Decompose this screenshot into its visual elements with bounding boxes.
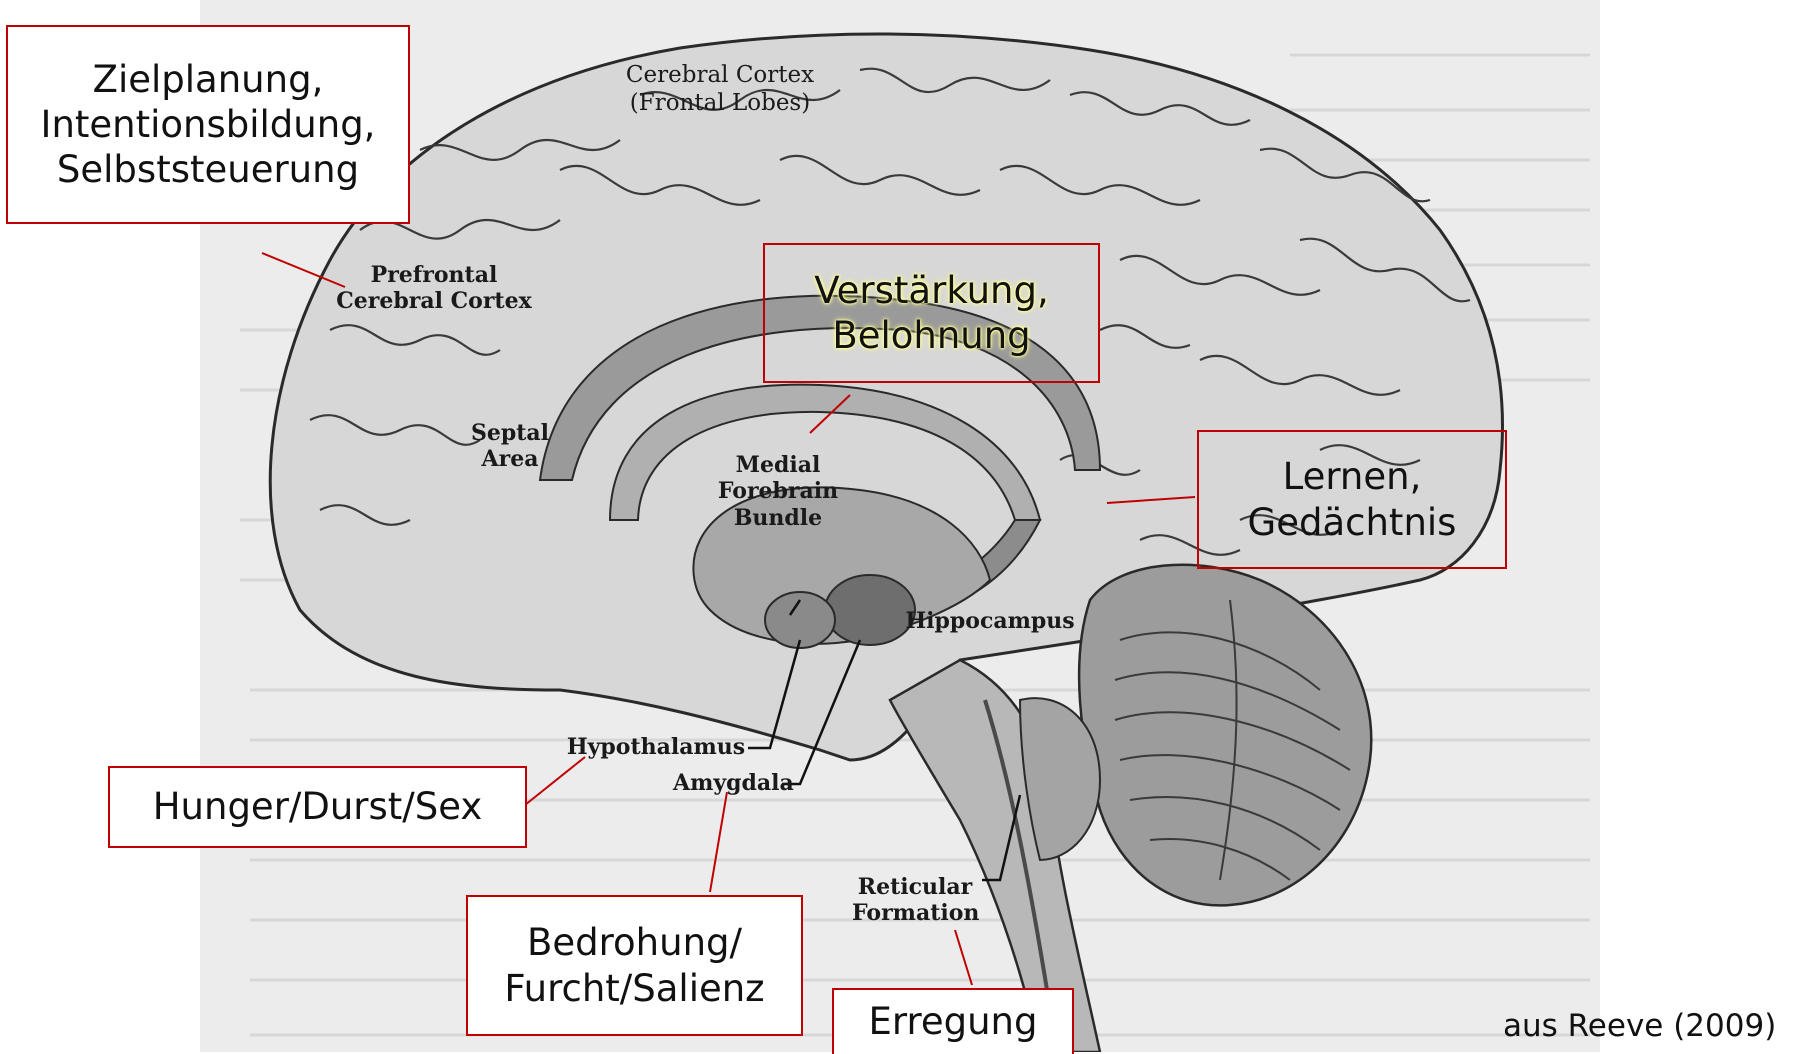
box-reinforcement-text: Verstärkung, Belohnung [814,268,1049,358]
label-hypothalamus: Hypothalamus [566,734,746,760]
source-credit: aus Reeve (2009) [1503,1008,1776,1044]
box-goal-planning: Zielplanung, Intentionsbildung, Selbstst… [6,25,410,224]
box-goal-planning-text: Zielplanung, Intentionsbildung, Selbstst… [41,57,376,192]
box-threat: Bedrohung/ Furcht/Salienz [466,895,803,1036]
label-septal-area: Septal Area [462,420,558,473]
box-arousal: Erregung [832,988,1074,1054]
box-hunger: Hunger/Durst/Sex [108,766,527,848]
box-learning-text: Lernen, Gedächtnis [1248,454,1457,544]
box-learning: Lernen, Gedächtnis [1197,430,1507,569]
box-arousal-text: Erregung [869,999,1038,1044]
label-prefrontal-cortex: Prefrontal Cerebral Cortex [330,262,538,315]
label-hippocampus: Hippocampus [900,608,1080,634]
label-cerebral-cortex: Cerebral Cortex (Frontal Lobes) [612,62,828,117]
label-reticular-formation: Reticular Formation [852,874,978,927]
label-medial-forebrain-bundle: Medial Forebrain Bundle [713,452,843,531]
box-threat-text: Bedrohung/ Furcht/Salienz [504,920,764,1010]
box-hunger-text: Hunger/Durst/Sex [153,784,483,829]
label-amygdala: Amygdala [673,770,783,796]
box-reinforcement: Verstärkung, Belohnung [763,243,1100,383]
